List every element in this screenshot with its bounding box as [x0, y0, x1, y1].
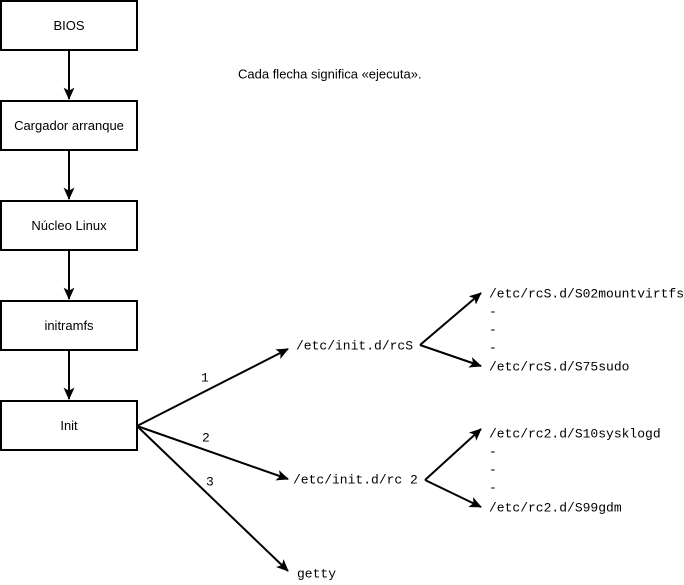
rcs-fanout-arrows — [419, 292, 482, 368]
box-bootloader-label: Cargador arranque — [14, 118, 124, 133]
rc2-script-labels: /etc/rc2.d/S10sysklogd - - - /etc/rc2.d/… — [489, 426, 661, 515]
box-initramfs-label: initramfs — [44, 318, 94, 333]
box-bios-rect — [0, 0, 138, 51]
rcs-ellipsis-dot-1: - — [489, 304, 497, 319]
boot-chain-group: BIOS Cargador arranque Núcleo Linux init… — [0, 0, 138, 451]
box-bios-label: BIOS — [53, 18, 84, 33]
box-bios: BIOS — [0, 0, 138, 51]
arrow-init-to-getty — [136, 425, 289, 572]
arrow-rc2-to-first-script — [424, 428, 482, 481]
branch-numbers: 1 2 3 — [201, 370, 214, 489]
box-bootloader: Cargador arranque — [0, 100, 138, 151]
arrow-rcs-to-first-script — [419, 292, 482, 346]
label-init-d-rc2: /etc/init.d/rc 2 — [293, 472, 418, 487]
arrow-rcs-to-last-script — [419, 344, 482, 368]
box-kernel-rect — [0, 200, 138, 251]
box-init: Init — [0, 400, 138, 451]
box-kernel-label: Núcleo Linux — [31, 218, 107, 233]
arrow-rc2-to-last-script — [424, 479, 482, 508]
init-fanout-arrows — [136, 348, 289, 572]
label-rc2-first-script: /etc/rc2.d/S10sysklogd — [489, 426, 661, 441]
box-init-label: Init — [60, 418, 78, 433]
branch-number-3: 3 — [206, 474, 214, 489]
box-initramfs: initramfs — [0, 300, 138, 351]
label-init-d-rcs: /etc/init.d/rcS — [296, 338, 413, 353]
diagram-caption: Cada flecha significa «ejecuta». — [238, 66, 422, 81]
branch-targets: /etc/init.d/rcS /etc/init.d/rc 2 getty — [293, 338, 418, 581]
arrow-init-to-rc2 — [136, 425, 289, 481]
box-init-rect — [0, 400, 138, 451]
rc2-ellipsis-dot-3: - — [489, 480, 497, 495]
rc2-fanout-arrows — [424, 428, 482, 508]
branch-number-2: 2 — [202, 430, 210, 445]
box-initramfs-rect — [0, 300, 138, 351]
box-kernel: Núcleo Linux — [0, 200, 138, 251]
rcs-script-labels: /etc/rcS.d/S02mountvirtfs - - - /etc/rcS… — [489, 286, 684, 374]
branch-number-1: 1 — [201, 370, 209, 385]
label-rc2-last-script: /etc/rc2.d/S99gdm — [489, 500, 622, 515]
rc2-ellipsis-dot-2: - — [489, 462, 497, 477]
rcs-ellipsis-dot-3: - — [489, 340, 497, 355]
rc2-ellipsis-dot-1: - — [489, 444, 497, 459]
arrow-init-to-rcs — [136, 348, 289, 427]
label-getty: getty — [297, 566, 336, 581]
label-rcs-last-script: /etc/rcS.d/S75sudo — [489, 359, 629, 374]
label-rcs-first-script: /etc/rcS.d/S02mountvirtfs — [489, 286, 684, 301]
rcs-ellipsis-dot-2: - — [489, 322, 497, 337]
